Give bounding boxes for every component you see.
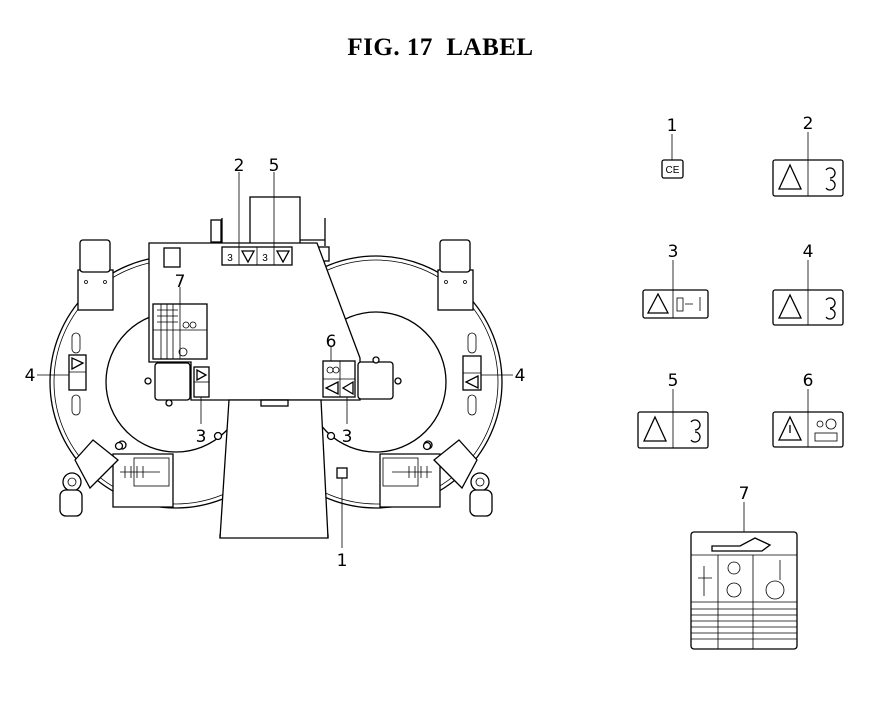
legend-label-4: 4	[772, 242, 844, 326]
svg-text:CE: CE	[666, 165, 680, 176]
callout-4-right: 4	[515, 366, 526, 386]
callout-4-left: 4	[25, 366, 36, 386]
machine-label-4-right	[462, 355, 482, 391]
svg-text:3: 3	[262, 253, 268, 264]
discharge-chute	[219, 399, 329, 539]
svg-text:1: 1	[667, 116, 678, 136]
machine-label-3-left	[193, 366, 210, 398]
callout-6: 6	[326, 332, 337, 352]
machine-label-4-left	[68, 354, 87, 391]
right-caster	[423, 439, 493, 517]
legend-label-6: 6	[772, 371, 844, 448]
callout-3-left: 3	[196, 427, 207, 447]
svg-text:3: 3	[227, 253, 233, 264]
legend-label-3: 3	[642, 242, 709, 319]
machine-label-7	[152, 303, 208, 360]
callout-5: 5	[269, 156, 280, 176]
callout-1: 1	[337, 551, 348, 571]
callout-2: 2	[234, 156, 245, 176]
legend-label-1: 1 CE	[661, 116, 684, 179]
callout-7: 7	[175, 272, 186, 292]
left-caster	[59, 439, 127, 517]
legend-label-7: 7	[690, 484, 798, 650]
callout-leaders	[37, 172, 513, 548]
machine-label-6-3-right	[322, 360, 356, 398]
svg-text:3: 3	[668, 242, 679, 262]
callout-3-right: 3	[342, 427, 353, 447]
machine-label-1	[336, 467, 348, 479]
svg-text:6: 6	[803, 371, 814, 391]
figure-title: FIG. 17 LABEL	[347, 34, 534, 61]
svg-text:7: 7	[739, 484, 750, 504]
svg-text:2: 2	[803, 114, 814, 134]
legend-label-2: 2	[772, 114, 844, 197]
top-box	[249, 196, 301, 246]
svg-text:5: 5	[668, 371, 679, 391]
legend-label-5: 5	[637, 371, 709, 449]
svg-text:4: 4	[803, 242, 814, 262]
left-top-wheel	[77, 239, 114, 311]
right-top-wheel	[437, 239, 474, 311]
